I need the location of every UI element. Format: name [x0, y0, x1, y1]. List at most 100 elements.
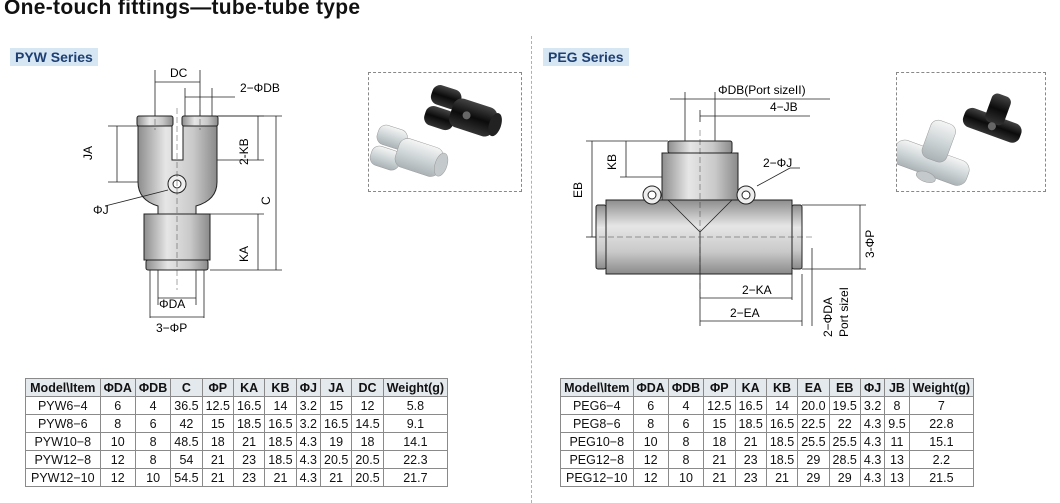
table-cell: PEG8−6 — [560, 414, 634, 433]
table-cell: 4.3 — [295, 450, 322, 469]
table-cell: 11 — [884, 432, 910, 451]
label-da: 2−ΦDA — [821, 297, 835, 337]
table-cell: 4.3 — [295, 432, 322, 451]
col-header: ΦP — [703, 378, 736, 397]
col-header: DC — [351, 378, 384, 397]
table-cell: PEG12−10 — [560, 468, 634, 487]
table-cell: PYW12−10 — [25, 468, 101, 487]
table-cell: 4.3 — [295, 468, 322, 487]
table-cell: 3.2 — [295, 414, 322, 433]
table-cell: 21 — [232, 432, 266, 451]
table-cell: 25.5 — [797, 432, 830, 451]
table-cell: 8 — [134, 450, 172, 469]
table-cell: 22.5 — [797, 414, 830, 433]
col-header: ΦDA — [99, 378, 136, 397]
label-j: ΦJ — [93, 203, 109, 217]
col-header: KB — [765, 378, 799, 397]
table-cell: 18.5 — [264, 432, 297, 451]
table-cell: 23 — [734, 450, 767, 469]
col-header: EA — [797, 378, 830, 397]
col-header: Weight(g) — [908, 378, 975, 397]
col-header: JB — [884, 378, 910, 397]
table-cell: 4.3 — [859, 450, 886, 469]
table-cell: 29 — [828, 468, 861, 487]
table-cell: 12.5 — [703, 396, 736, 415]
table-cell: PYW8−6 — [25, 414, 101, 433]
table-cell: 16.5 — [734, 396, 767, 415]
label-ea: 2−EA — [730, 306, 760, 320]
peg-drawing: ΦDB(Port sizeII) 4−JB KB 2−ΦJ EB 3-ΦP 2−… — [571, 83, 877, 337]
table-cell: 15 — [320, 396, 353, 415]
label-ja: JA — [81, 146, 95, 160]
table-cell: 23 — [232, 468, 266, 487]
table-cell: 29 — [797, 450, 830, 469]
col-header: Weight(g) — [382, 378, 449, 397]
table-cell: 18.5 — [232, 414, 266, 433]
table-cell: 7 — [908, 396, 975, 415]
table-cell: 9.5 — [884, 414, 910, 433]
table-cell: 12 — [632, 450, 669, 469]
table-cell: 20.5 — [351, 450, 384, 469]
section-divider — [531, 36, 532, 503]
col-header: ΦDB — [667, 378, 705, 397]
label-eb: EB — [571, 182, 585, 198]
table-cell: 14 — [264, 396, 297, 415]
col-header: Model\Item — [25, 378, 101, 397]
table-cell: 10 — [99, 432, 136, 451]
table-cell: 18.5 — [734, 414, 767, 433]
table-cell: 9.1 — [382, 414, 449, 433]
table-cell: 15 — [703, 414, 736, 433]
table-cell: 29 — [797, 468, 830, 487]
table-cell: 4 — [667, 396, 705, 415]
table-cell: 54 — [170, 450, 203, 469]
table-cell: 12 — [632, 468, 669, 487]
table-cell: 22 — [828, 414, 861, 433]
table-cell: 4.3 — [859, 468, 886, 487]
table-cell: 18 — [351, 432, 384, 451]
table-cell: 48.5 — [170, 432, 203, 451]
table-cell: 2.2 — [908, 450, 975, 469]
table-cell: 21 — [264, 468, 297, 487]
table-cell: 4.3 — [859, 432, 886, 451]
label-da: ΦDA — [159, 297, 185, 311]
table-cell: 10 — [632, 432, 669, 451]
table-cell: 23 — [734, 468, 767, 487]
label-port: Port sizeI — [837, 287, 851, 337]
col-header: JA — [320, 378, 353, 397]
table-cell: 14.5 — [351, 414, 384, 433]
col-header: ΦDB — [134, 378, 172, 397]
table-cell: 16.5 — [264, 414, 297, 433]
col-header: KB — [264, 378, 297, 397]
table-cell: 10 — [667, 468, 705, 487]
table-cell: 21 — [201, 468, 234, 487]
peg-series-tag: PEG Series — [543, 48, 629, 66]
table-cell: 8 — [884, 396, 910, 415]
pyw-series-tag: PYW Series — [10, 48, 98, 66]
table-cell: 36.5 — [170, 396, 203, 415]
label-db: ΦDB(Port sizeII) — [718, 83, 806, 97]
col-header: KA — [734, 378, 767, 397]
table-cell: 5.8 — [382, 396, 449, 415]
table-cell: 21.7 — [382, 468, 449, 487]
label-p: 3-ΦP — [863, 230, 877, 258]
table-cell: 4.3 — [859, 414, 886, 433]
table-cell: 8 — [632, 414, 669, 433]
table-cell: 6 — [667, 414, 705, 433]
table-cell: 42 — [170, 414, 203, 433]
peg-photo — [892, 72, 1046, 192]
table-cell: 18.5 — [264, 450, 297, 469]
pyw-photo — [368, 72, 522, 192]
table-cell: 28.5 — [828, 450, 861, 469]
table-cell: 8 — [99, 414, 136, 433]
table-cell: 21 — [320, 468, 353, 487]
